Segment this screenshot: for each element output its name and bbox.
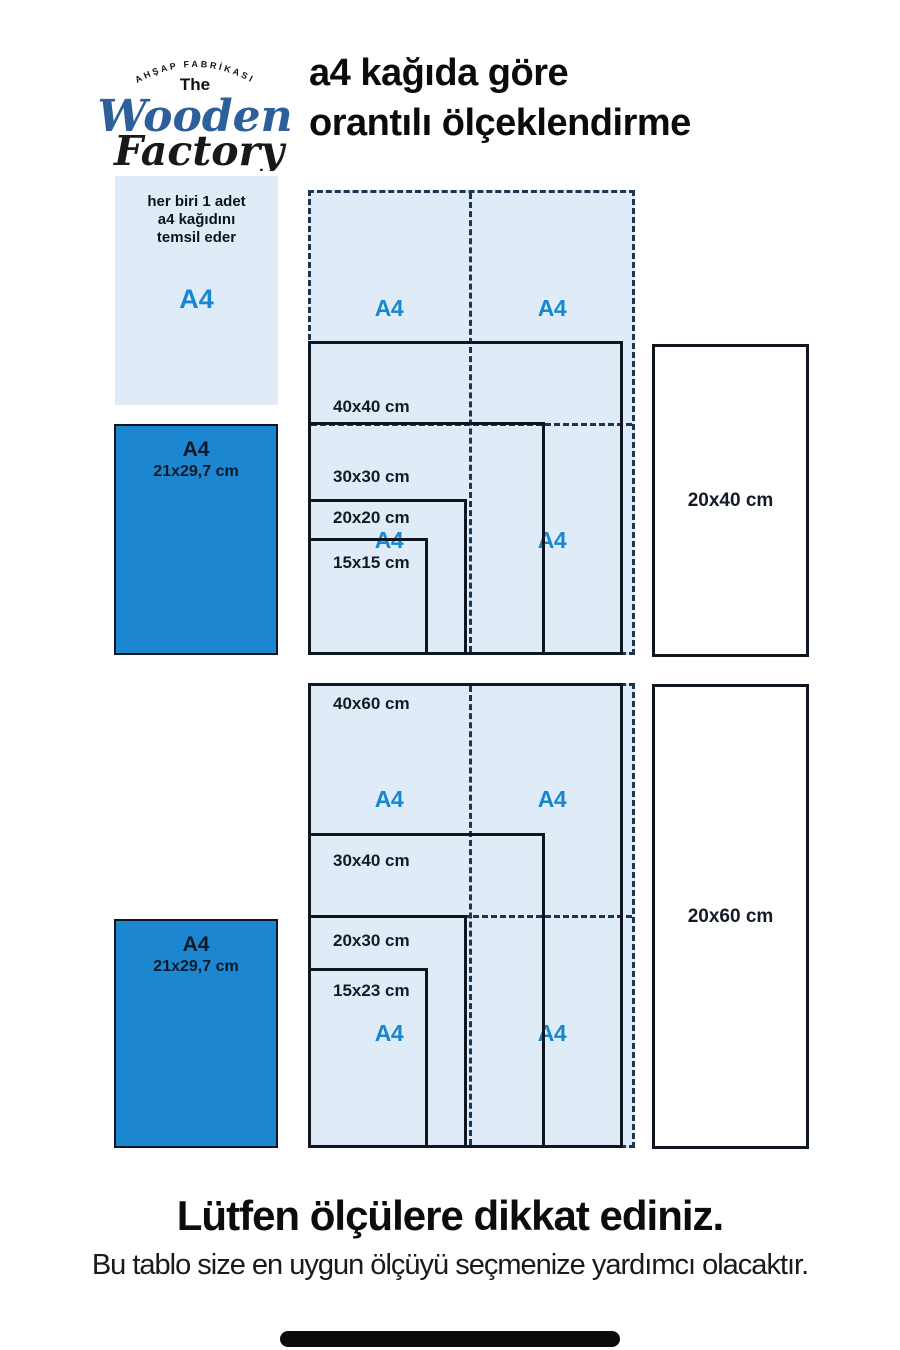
- size-label-30x40: 30x40 cm: [333, 851, 410, 870]
- a4-cell-label: A4: [374, 786, 404, 812]
- brand-wooden: Wooden: [97, 91, 292, 142]
- home-indicator-bar: [280, 1331, 620, 1347]
- page-title-line2: orantılı ölçeklendirme: [309, 102, 691, 144]
- size-label-20x40: 20x40 cm: [687, 489, 774, 511]
- size-label-30x30: 30x30 cm: [333, 467, 410, 486]
- legend-note-line2: a4 kağıdını: [157, 211, 236, 228]
- page-title-line1: a4 kağıda göre: [309, 52, 569, 94]
- a4-reference-sheet-top: A4 21x29,7 cm: [114, 424, 278, 655]
- a4-reference-dimensions: 21x29,7 cm: [153, 958, 239, 975]
- a4-cell-label: A4: [537, 295, 567, 321]
- brand-the: The: [180, 75, 210, 94]
- page-title: a4 kağıda göre orantılı ölçeklendirme: [309, 48, 691, 148]
- footer-subtext: Bu tablo size en uygun ölçüyü seçmenize …: [91, 1249, 809, 1281]
- legend-note-line1: her biri 1 adet: [147, 193, 246, 210]
- size-box-20x40: 20x40 cm: [652, 344, 809, 657]
- a4-cell-label: A4: [374, 1020, 404, 1046]
- legend-note: her biri 1 adet a4 kağıdını temsil eder: [115, 193, 278, 247]
- a4-reference-label: A4: [182, 933, 210, 956]
- legend-box: her biri 1 adet a4 kağıdını temsil eder …: [115, 176, 278, 405]
- size-label-40x60: 40x60 cm: [333, 694, 410, 713]
- size-outline-15x15: [308, 538, 428, 655]
- size-label-15x23: 15x23 cm: [333, 981, 410, 1000]
- a4-cell-label: A4: [374, 295, 404, 321]
- size-outline-15x23: [308, 968, 428, 1148]
- a4-grid-horizontal-divider: [311, 915, 632, 918]
- size-box-20x60: 20x60 cm: [652, 684, 809, 1149]
- brand-factory: Factory: [113, 127, 287, 171]
- a4-reference-sheet-bottom: A4 21x29,7 cm: [114, 919, 278, 1148]
- a4-cell-label: A4: [537, 786, 567, 812]
- size-label-40x40: 40x40 cm: [333, 397, 410, 416]
- a4-reference-label: A4: [182, 438, 210, 461]
- size-label-20x60: 20x60 cm: [687, 905, 774, 927]
- brand-logo: AHŞAP FABRİKASI The Wooden Factory: [97, 59, 292, 171]
- size-label-15x15: 15x15 cm: [333, 553, 410, 572]
- size-label-20x20: 20x20 cm: [333, 508, 410, 527]
- size-label-20x30: 20x30 cm: [333, 931, 410, 950]
- square-sizes-diagram: A4 A4 A4 A4 40x40 cm 30x30 cm 20x20 cm 1…: [308, 190, 635, 655]
- legend-note-line3: temsil eder: [156, 229, 237, 246]
- rect-sizes-diagram: A4 A4 A4 A4 40x60 cm 30x40 cm 20x30 cm 1…: [308, 683, 635, 1148]
- legend-a4-label: A4: [179, 284, 214, 314]
- a4-reference-dimensions: 21x29,7 cm: [153, 463, 239, 480]
- footer-headline: Lütfen ölçülere dikkat ediniz.: [176, 1192, 724, 1239]
